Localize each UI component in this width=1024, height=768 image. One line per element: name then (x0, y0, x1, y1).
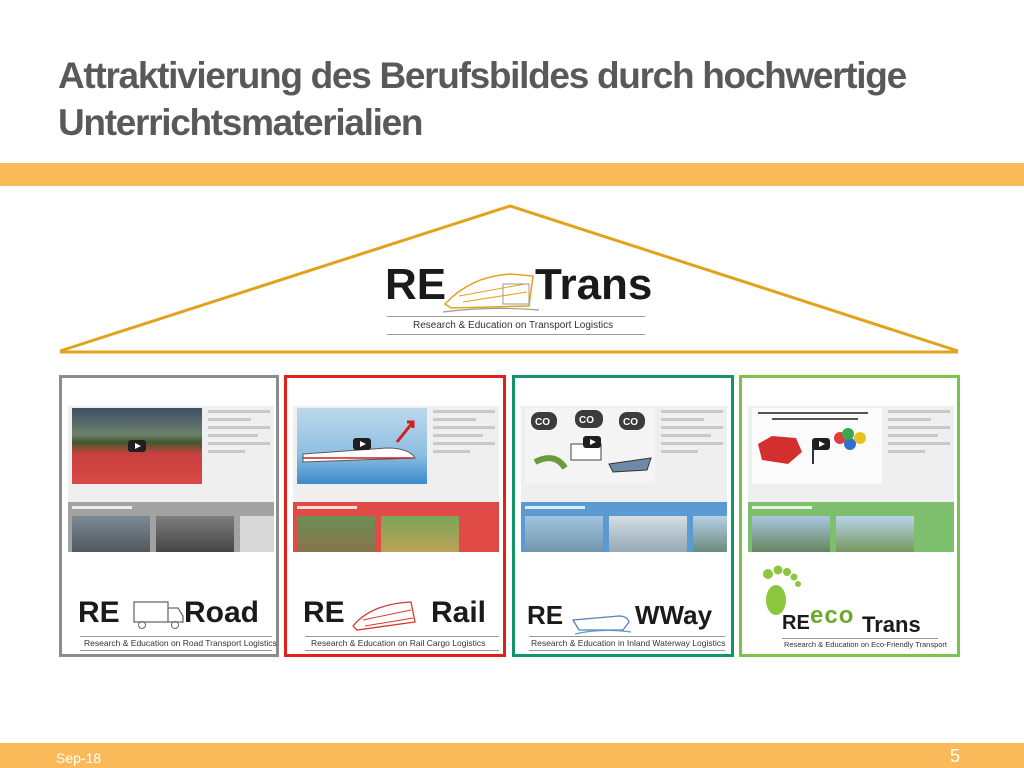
svg-text:CO: CO (535, 417, 550, 428)
logo-name: Trans (535, 260, 653, 309)
ship-icon (571, 615, 632, 635)
wway-packages-band (521, 502, 727, 552)
train-truck-ship-icon (442, 273, 540, 313)
logo-re: RE (385, 260, 447, 309)
road-packages-band (68, 502, 274, 552)
rail-video-thumbnail (297, 408, 427, 484)
svg-text:CO: CO (579, 415, 594, 426)
retrans-logo: RE Trans Research & Education on Transpo… (383, 260, 653, 338)
reecotrans-logo: RE eco Trans Research & Education on Eco… (748, 562, 956, 656)
roof-outline (59, 204, 959, 354)
road-website-preview (68, 392, 274, 552)
panel-re-wway[interactable]: CO CO CO RE WWay Research & Education in I… (512, 375, 734, 657)
footer-date: Sep-18 (56, 750, 102, 766)
rerail-logo: RE Rail Research & Education on Rail Car… (293, 596, 501, 652)
top-accent-bar (0, 163, 1024, 186)
panel-re-road[interactable]: RE Road Research & Education on Road Tra… (59, 375, 279, 657)
panel-re-rail[interactable]: RE Rail Research & Education on Rail Car… (284, 375, 506, 657)
play-icon (583, 436, 601, 448)
footprint-icon (763, 565, 801, 615)
play-icon (128, 440, 146, 452)
eco-letters: eco (810, 602, 855, 629)
eco-video-thumbnail (752, 408, 882, 484)
svg-text:CO: CO (623, 417, 638, 428)
play-icon (812, 438, 830, 450)
play-icon (353, 438, 371, 450)
wway-website-preview: CO CO CO (521, 392, 727, 552)
logo-subtitle: Research & Education on Transport Logist… (413, 320, 614, 331)
truck-icon (133, 601, 184, 629)
rewway-logo: RE WWay Research & Education in Inland W… (521, 596, 729, 652)
bottom-accent-bar (0, 743, 1024, 768)
eco-website-preview (748, 392, 954, 552)
eco-packages-band (748, 502, 954, 552)
slide-title: Attraktivierung des Berufsbildes durch h… (58, 55, 907, 143)
train-icon (302, 420, 416, 463)
panel-re-eco-trans[interactable]: RE eco Trans Research & Education on Eco… (739, 375, 960, 657)
road-video-thumbnail (72, 408, 202, 484)
page-number: 5 (949, 746, 960, 766)
rail-packages-band (293, 502, 499, 552)
reroad-logo: RE Road Research & Education on Road Tra… (68, 596, 277, 652)
wway-video-thumbnail: CO CO CO (525, 408, 655, 484)
rail-website-preview (293, 392, 499, 552)
